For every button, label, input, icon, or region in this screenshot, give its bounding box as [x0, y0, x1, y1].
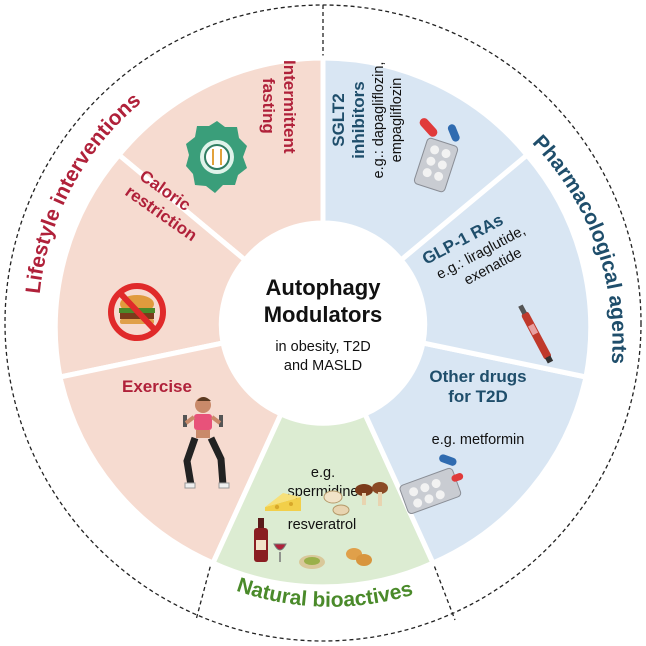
wine-bottle-icon [254, 518, 287, 562]
exercise-label: Exercise [122, 377, 192, 396]
mushroom-brown-icon [355, 482, 388, 506]
intermittent-fasting-line2: fasting [259, 78, 278, 134]
fasting-clock-icon [186, 121, 247, 193]
natural-line3: resveratrol [288, 517, 357, 533]
center-title-line1: Autophagy [266, 275, 382, 300]
other-drugs-line2: for T2D [448, 387, 508, 406]
natural-line1: e.g. [311, 465, 335, 481]
outer-dashed-ring [4, 4, 642, 642]
mushroom-icon [323, 490, 350, 516]
segment-glp1 [397, 151, 594, 380]
pistachio-icon [299, 555, 325, 569]
center-sub-line1: in obesity, T2D [275, 339, 370, 355]
sglt2-line4: empagliflozin [389, 78, 405, 163]
divider-dash-lower-left [195, 559, 213, 621]
divider-dash-lower-right [431, 559, 456, 621]
other-drugs-line1: Other drugs [429, 367, 526, 386]
pill-blister-metformin-icon [399, 454, 464, 514]
pill-blister-icon [413, 118, 460, 193]
sglt2-line2: inhibitors [349, 81, 368, 158]
intermittent-fasting-line1: Intermittent [280, 60, 299, 154]
sglt2-line3: e.g.: dapagliflozin, [371, 62, 387, 179]
no-burger-icon [108, 283, 166, 341]
center-circle [227, 227, 419, 419]
peanut-icon [346, 548, 372, 566]
insulin-pen-icon [518, 304, 554, 364]
center-sub-line2: and MASLD [284, 358, 362, 374]
sglt2-line1: SGLT2 [329, 93, 348, 147]
cheese-icon [265, 493, 301, 511]
segment-exercise [57, 340, 285, 567]
other-drugs-line3: e.g. metformin [432, 432, 525, 448]
exercise-person-icon [183, 397, 230, 489]
segment-caloric-restriction [52, 151, 249, 380]
center-title-line2: Modulators [264, 302, 383, 327]
